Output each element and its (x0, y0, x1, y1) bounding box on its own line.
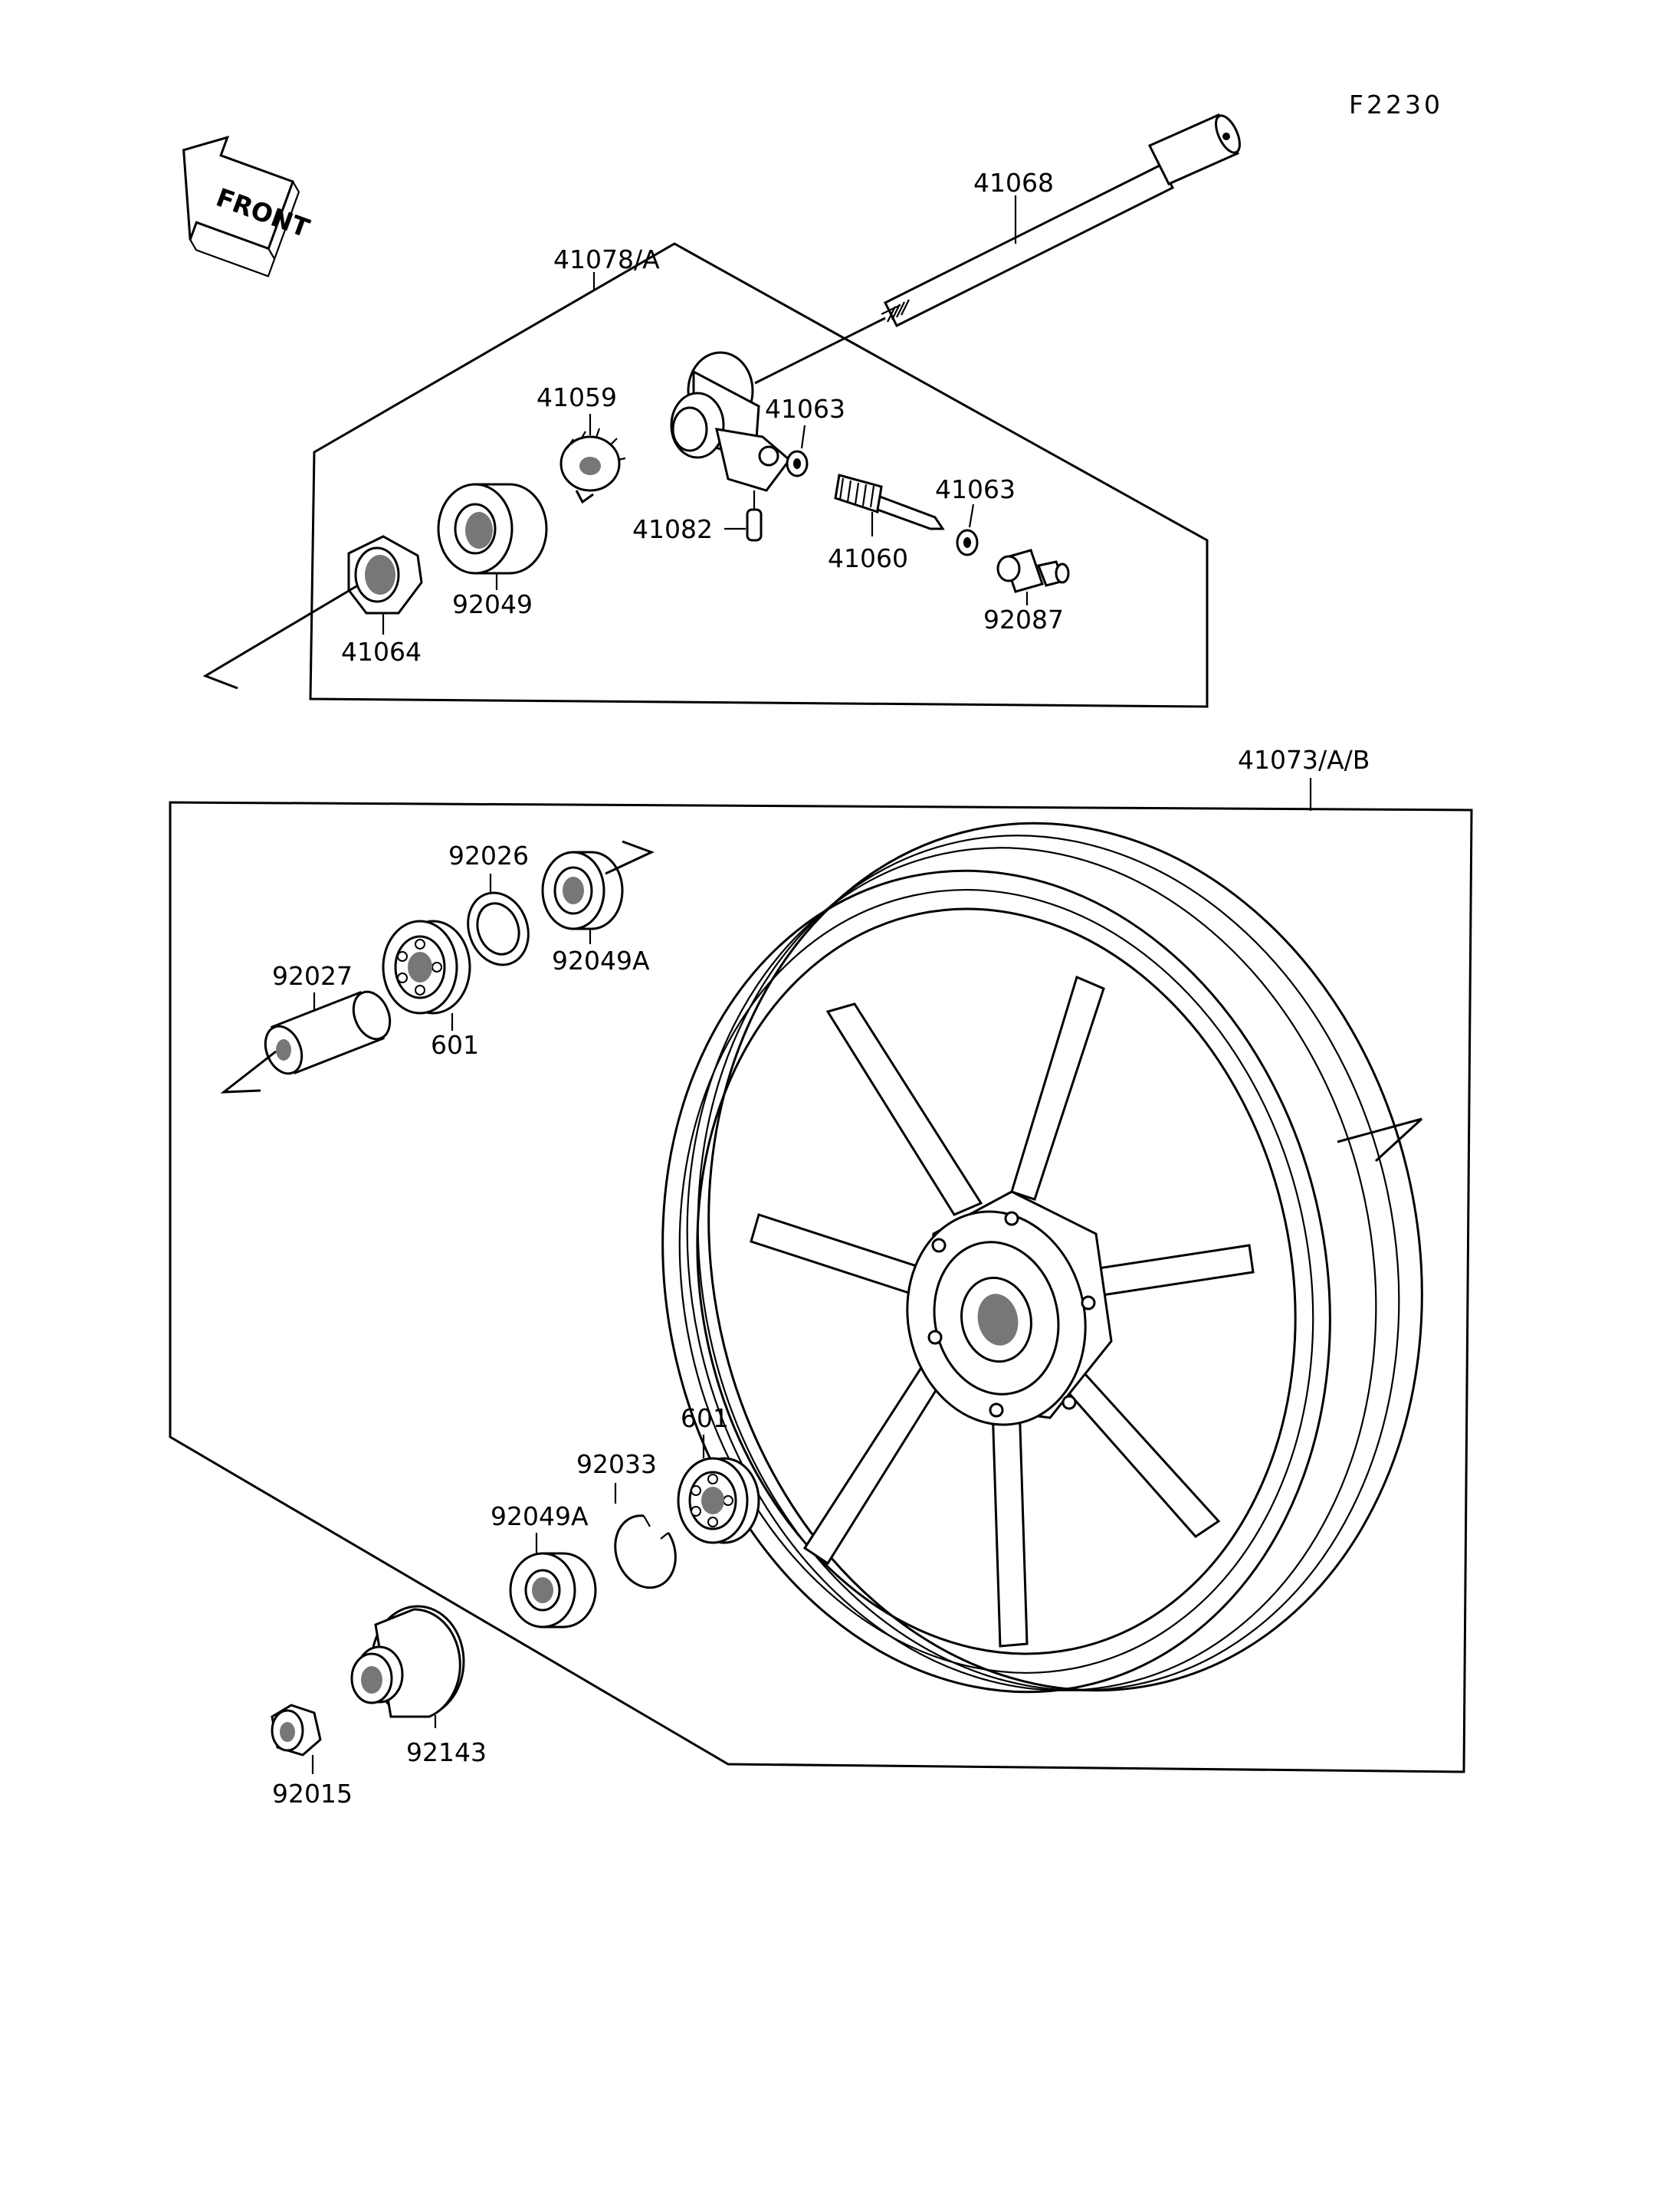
callout-92143: 92143 (406, 1737, 487, 1767)
group-outline-41078 (309, 242, 1209, 708)
callout-92026: 92026 (448, 841, 529, 871)
leader-41063-b (968, 504, 975, 528)
callout-41073: 41073/A/B (1238, 745, 1370, 775)
leader-41063-a (800, 425, 806, 449)
figure-code: F2230 (1349, 90, 1443, 120)
circlip-92026 (467, 891, 530, 966)
speedometer-gear-housing (670, 351, 792, 492)
axis-line-upper (202, 585, 357, 690)
callout-41064: 41064 (341, 637, 422, 667)
pinion-gear-41060 (834, 474, 945, 530)
wheel-assembly-group: 41073/A/B 92027 601 (169, 745, 1473, 1809)
callout-41059: 41059 (536, 382, 617, 412)
axis-line-wheel (1337, 1117, 1423, 1163)
spacer-92027 (264, 990, 392, 1075)
callout-92087: 92087 (983, 605, 1064, 635)
group-outline-41073 (169, 801, 1473, 1773)
callout-92049A-b: 92049A (491, 1501, 589, 1531)
axle-41068 (754, 113, 1241, 385)
nut-92015 (271, 1704, 322, 1757)
callout-41078: 41078/A (553, 244, 660, 274)
callout-41060: 41060 (828, 543, 908, 573)
callout-41068: 41068 (973, 168, 1054, 198)
callout-92049A-a: 92049A (552, 946, 650, 976)
callout-92015: 92015 (272, 1779, 353, 1809)
pin-41082 (746, 508, 763, 542)
callout-601-b: 601 (681, 1403, 729, 1433)
wheel-spokes (750, 975, 1255, 1648)
cast-wheel-41073 (661, 822, 1423, 1694)
oil-seal-92049A-b (509, 1552, 597, 1629)
ball-bearing-601-a (382, 920, 471, 1015)
oil-seal-92049 (437, 483, 548, 575)
circlip-92033 (614, 1514, 677, 1589)
collar-41064 (347, 535, 423, 615)
collar-92143 (350, 1605, 465, 1718)
callout-41063-a: 41063 (765, 394, 845, 424)
front-arrow-icon: FRONT (182, 136, 313, 277)
oil-seal-92049A-a (541, 851, 624, 930)
callout-41063-b: 41063 (935, 474, 1016, 504)
axis-line-right-upper (605, 840, 655, 875)
callout-92033: 92033 (576, 1449, 657, 1479)
ball-bearing-601-b (677, 1457, 760, 1544)
callout-41082: 41082 (632, 514, 713, 544)
bushing-92087 (996, 549, 1070, 593)
speedometer-gear-assembly-group: 41068 41078/A 41059 41063 (202, 113, 1241, 708)
callout-92027: 92027 (272, 961, 353, 991)
callout-92049: 92049 (452, 589, 533, 619)
washer-41063-b (956, 529, 979, 556)
gear-41059 (559, 428, 626, 504)
axis-line-left (220, 1050, 277, 1094)
callout-601-a: 601 (431, 1030, 479, 1060)
washer-41063-a (786, 450, 809, 477)
wheel-hub (906, 1190, 1113, 1426)
